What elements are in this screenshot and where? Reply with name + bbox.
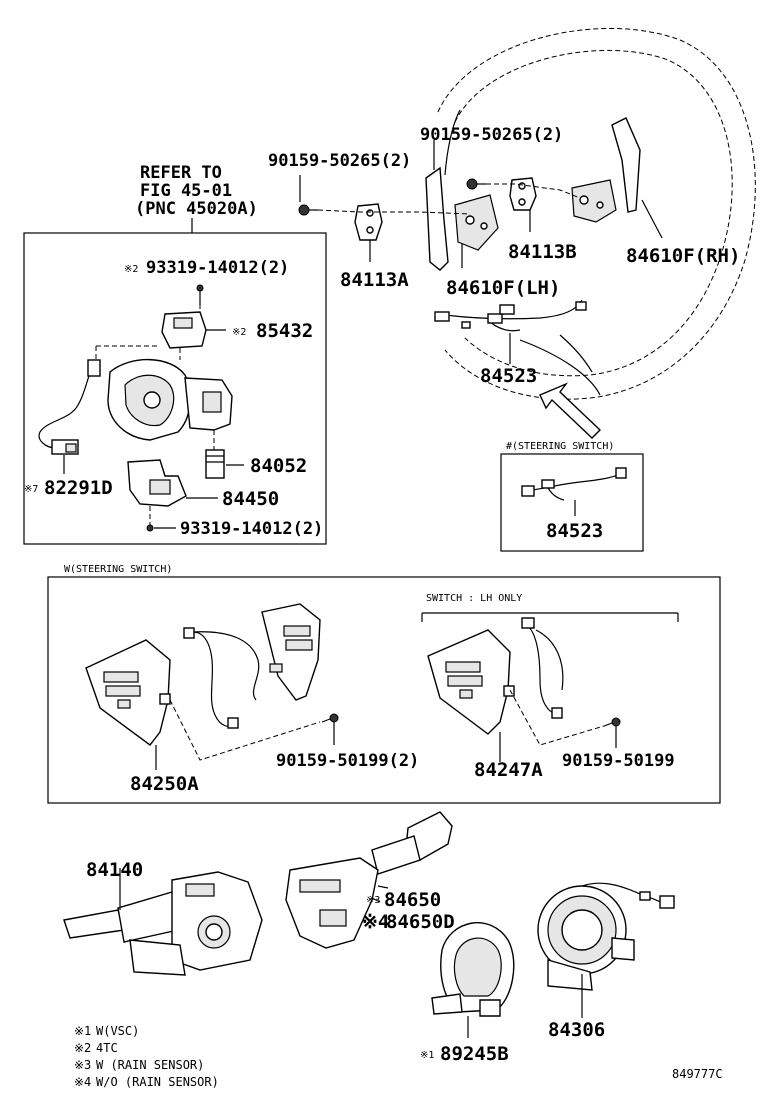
label-bolt-90159-50265-right: 90159-50265(2) [420, 125, 563, 145]
refer-line-2: FIG 45-01 [140, 181, 232, 201]
label-89245b: 89245B [440, 1043, 509, 1065]
bolt-icon [466, 178, 486, 190]
bolt-icon [298, 204, 318, 216]
label-93319-14012-top: 93319-14012(2) [146, 258, 289, 278]
clock-spring-84306-drawing [537, 882, 675, 991]
label-84250a: 84250A [130, 773, 199, 795]
inset-harness-drawing [521, 467, 627, 501]
legend-mark-4: ※4 [74, 1075, 91, 1089]
inset-title: #(STEERING SWITCH) [506, 441, 614, 452]
label-84610f-rh: 84610F(RH) [626, 245, 740, 267]
refer-line-1: REFER TO [140, 163, 222, 183]
mark-85432: ※2 [232, 327, 246, 338]
label-84523-main: 84523 [480, 365, 537, 387]
legend-text-4: W/O (RAIN SENSOR) [96, 1075, 219, 1089]
label-84247a: 84247A [474, 759, 543, 781]
legend-mark-3: ※3 [74, 1058, 91, 1072]
combination-switch-84140-drawing [63, 871, 263, 976]
label-84650d: 84650D [386, 911, 455, 933]
switch-84250a-drawing [85, 603, 339, 746]
sensor-assembly-drawing [38, 284, 233, 532]
lh-only-title: SWITCH : LH ONLY [426, 593, 522, 604]
paddle-shifter-rh-drawing [571, 117, 641, 223]
mark-82291d: ※7 [24, 484, 38, 495]
legend-mark-2: ※2 [74, 1041, 91, 1055]
legend-mark-1: ※1 [74, 1024, 91, 1038]
legend-text-1: W(VSC) [96, 1024, 139, 1038]
spiral-cable-89245b-drawing [431, 922, 515, 1017]
bracket-84113b-drawing [509, 177, 537, 211]
switch-84247a-drawing [427, 617, 621, 735]
legend-text-3: W (RAIN SENSOR) [96, 1058, 204, 1072]
legend-text-2: 4TC [96, 1041, 118, 1055]
label-84450: 84450 [222, 488, 279, 510]
label-93319-14012-bottom: 93319-14012(2) [180, 519, 323, 539]
label-84140: 84140 [86, 859, 143, 881]
footnote-legend: ※1 W(VSC) ※2 4TC ※3 W (RAIN SENSOR) ※4 W… [74, 1024, 219, 1089]
label-84113a: 84113A [340, 269, 409, 291]
label-84052: 84052 [250, 455, 307, 477]
label-85432: 85432 [256, 320, 313, 342]
wiper-switch-84650-drawing [285, 811, 453, 949]
label-84610f-lh: 84610F(LH) [446, 277, 560, 299]
bracket-84113a-drawing [354, 203, 383, 241]
mark-84650: ※3 [366, 895, 380, 906]
label-90159-50199-2: 90159-50199(2) [276, 751, 419, 771]
mark-84650d: ※4 [362, 911, 389, 933]
label-84306: 84306 [548, 1019, 605, 1041]
label-84650: 84650 [384, 889, 441, 911]
mark-89245b: ※1 [420, 1050, 434, 1061]
label-82291d: 82291D [44, 477, 113, 499]
refer-line-3: (PNC 45020A) [135, 199, 258, 219]
paddle-shifter-lh-drawing [425, 166, 499, 271]
inset-box [500, 453, 644, 552]
catalog-code: 849777C [672, 1067, 723, 1081]
label-bolt-90159-50265-left: 90159-50265(2) [268, 151, 411, 171]
refer-box [23, 232, 327, 545]
wire-harness-84523-drawing [434, 299, 587, 332]
label-84113b: 84113B [508, 241, 577, 263]
label-84523-inset: 84523 [546, 520, 603, 542]
label-90159-50199: 90159-50199 [562, 751, 675, 771]
steering-switch-box-title: W(STEERING SWITCH) [64, 564, 172, 575]
steering-switch-box [47, 576, 721, 804]
mark-screw-top: ※2 [124, 264, 138, 275]
direction-arrow-icon [539, 382, 602, 439]
